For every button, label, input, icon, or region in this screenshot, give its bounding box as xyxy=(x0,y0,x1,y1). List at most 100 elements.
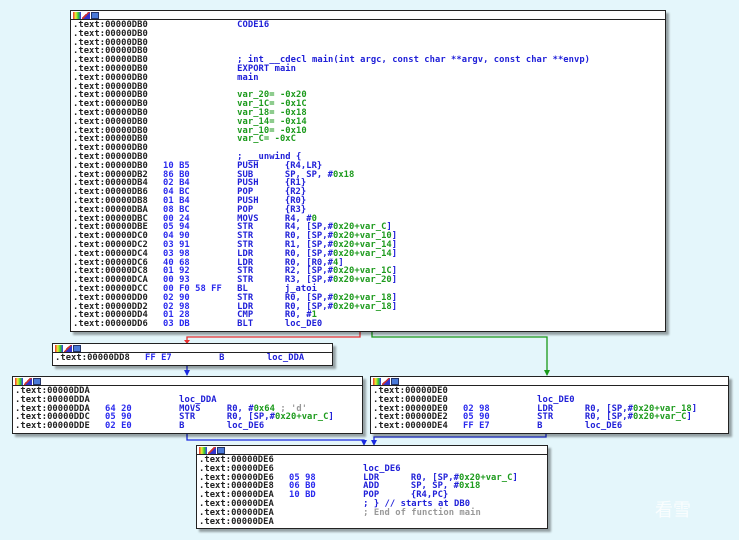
graph-edit-icon[interactable] xyxy=(24,378,32,385)
opcode-bytes: 05 98 xyxy=(289,472,316,483)
graph-edit-icon[interactable] xyxy=(382,378,390,385)
operand-part: R0, [SP,# xyxy=(410,472,459,483)
line-address: .text:00000DB0 xyxy=(73,20,148,30)
zoom-graph-icon[interactable] xyxy=(73,345,81,352)
mnemonic: SUB xyxy=(237,169,254,180)
listing-line[interactable]: .text:00000DE6 xyxy=(199,456,547,465)
zoom-graph-icon[interactable] xyxy=(91,12,99,19)
zoom-graph-icon[interactable] xyxy=(33,378,41,385)
listing-line[interactable]: .text:00000DB0 xyxy=(73,38,665,48)
mnemonic: POP xyxy=(363,490,380,501)
listing-line[interactable]: .text:00000DEA; End of function main xyxy=(199,508,547,518)
operand-part: {R2} xyxy=(284,187,307,198)
color-palette-icon[interactable] xyxy=(73,12,81,19)
graph-edit-icon[interactable] xyxy=(82,12,90,19)
color-palette-icon[interactable] xyxy=(199,447,207,454)
listing-line[interactable]: .text:00000DB0; __unwind { xyxy=(73,153,665,162)
graph-edit-icon[interactable] xyxy=(208,447,216,454)
mnemonic: STR xyxy=(237,222,254,233)
operand-part: 0 xyxy=(311,213,317,224)
line-address: .text:00000DEA xyxy=(199,516,274,527)
label-or-comment: loc_DDA xyxy=(179,394,217,405)
color-palette-icon[interactable] xyxy=(55,345,63,352)
operand-part: R0, [SP,# xyxy=(584,403,633,414)
operands: R2, [SP,#0x20+var_1C] xyxy=(285,267,397,276)
operand-part: {R0} xyxy=(284,195,307,206)
listing-line[interactable]: .text:00000DEA; } // starts at DB0 xyxy=(199,500,547,509)
operand-part: ] xyxy=(391,248,398,259)
listing-line[interactable]: .text:00000DB0; int __cdecl main(int arg… xyxy=(73,56,665,65)
listing-line[interactable]: .text:00000DB0 xyxy=(73,29,665,39)
operand-part: 0x20+var_20 xyxy=(332,275,392,286)
mnemonic: LDR xyxy=(237,301,254,312)
opcode-bytes: FF E7 xyxy=(145,353,172,363)
listing-line[interactable]: .text:00000DB0 xyxy=(73,47,665,56)
operand-part: ] xyxy=(391,231,398,242)
opcode-bytes: 02 98 xyxy=(163,301,190,312)
color-palette-icon[interactable] xyxy=(373,378,381,385)
listing-line[interactable]: .text:00000DB0 xyxy=(73,144,665,153)
listing-line[interactable]: .text:00000DB0 xyxy=(73,82,665,92)
graph-edit-icon[interactable] xyxy=(64,345,72,352)
operand-part: 0x20+var_10 xyxy=(332,231,392,242)
listing-line[interactable]: .text:00000DE0 xyxy=(373,387,728,396)
operand-part: 0x20+var_18 xyxy=(332,292,392,303)
zoom-graph-icon[interactable] xyxy=(217,447,225,454)
mnemonic: STR xyxy=(237,239,254,250)
arrow-head xyxy=(361,440,367,446)
zoom-graph-icon[interactable] xyxy=(391,378,399,385)
label-or-comment: main xyxy=(237,72,259,83)
line-address: .text:00000DB4 xyxy=(73,178,148,189)
listing-line[interactable]: .text:00000DEA xyxy=(199,516,547,527)
color-palette-icon[interactable] xyxy=(15,378,23,385)
listing-line[interactable]: .text:00000DDA xyxy=(15,387,362,396)
